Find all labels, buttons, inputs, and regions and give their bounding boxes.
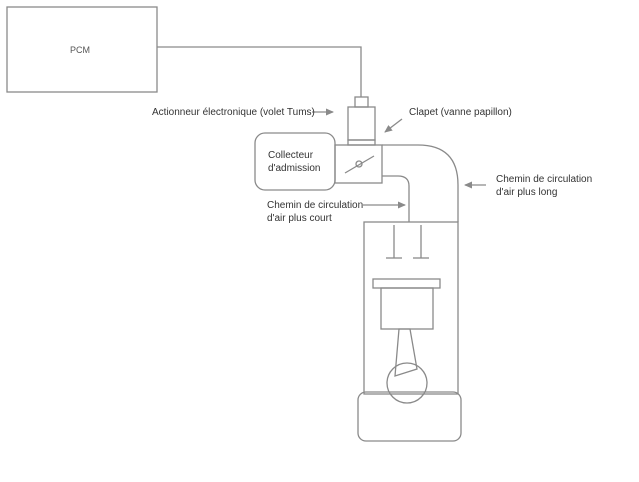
long-air-path-outer xyxy=(382,144,459,222)
connecting-rod xyxy=(394,328,418,377)
throttle-valve-plate xyxy=(344,155,375,174)
actuator-base xyxy=(347,139,376,146)
short-path-label: Chemin de circulation d'air plus court xyxy=(267,200,363,225)
crankcase xyxy=(357,391,462,442)
pcm-label: PCM xyxy=(70,45,90,55)
crankshaft xyxy=(386,362,428,404)
cylinder xyxy=(363,221,459,395)
actuator-body xyxy=(347,106,376,141)
pcm-wire xyxy=(157,46,362,97)
short-path-label-line2: d'air plus court xyxy=(267,212,332,224)
long-path-label-line1: Chemin de circulation xyxy=(496,174,593,185)
throttle-valve-label: Clapet (vanne papillon) xyxy=(409,107,512,118)
throttle-body xyxy=(334,144,383,184)
short-path-label-line1: Chemin de circulation xyxy=(267,200,364,211)
manifold-label-line1: Collecteur xyxy=(268,150,314,161)
actuator-label: Actionneur électronique (volet Tums) xyxy=(152,107,315,118)
long-air-path-inner xyxy=(382,175,410,222)
pcm-box xyxy=(6,6,158,93)
piston-body xyxy=(380,287,434,330)
piston-crown xyxy=(372,278,441,289)
manifold-label-line2: d'admission xyxy=(268,162,321,174)
throttle-valve-pivot xyxy=(355,160,363,168)
long-path-label: Chemin de circulation d'air plus long xyxy=(496,174,592,199)
throttle-valve-arrow xyxy=(384,118,403,133)
long-path-label-line2: d'air plus long xyxy=(496,186,558,198)
manifold-label: Collecteur d'admission xyxy=(268,150,321,175)
actuator-cap xyxy=(354,96,369,108)
